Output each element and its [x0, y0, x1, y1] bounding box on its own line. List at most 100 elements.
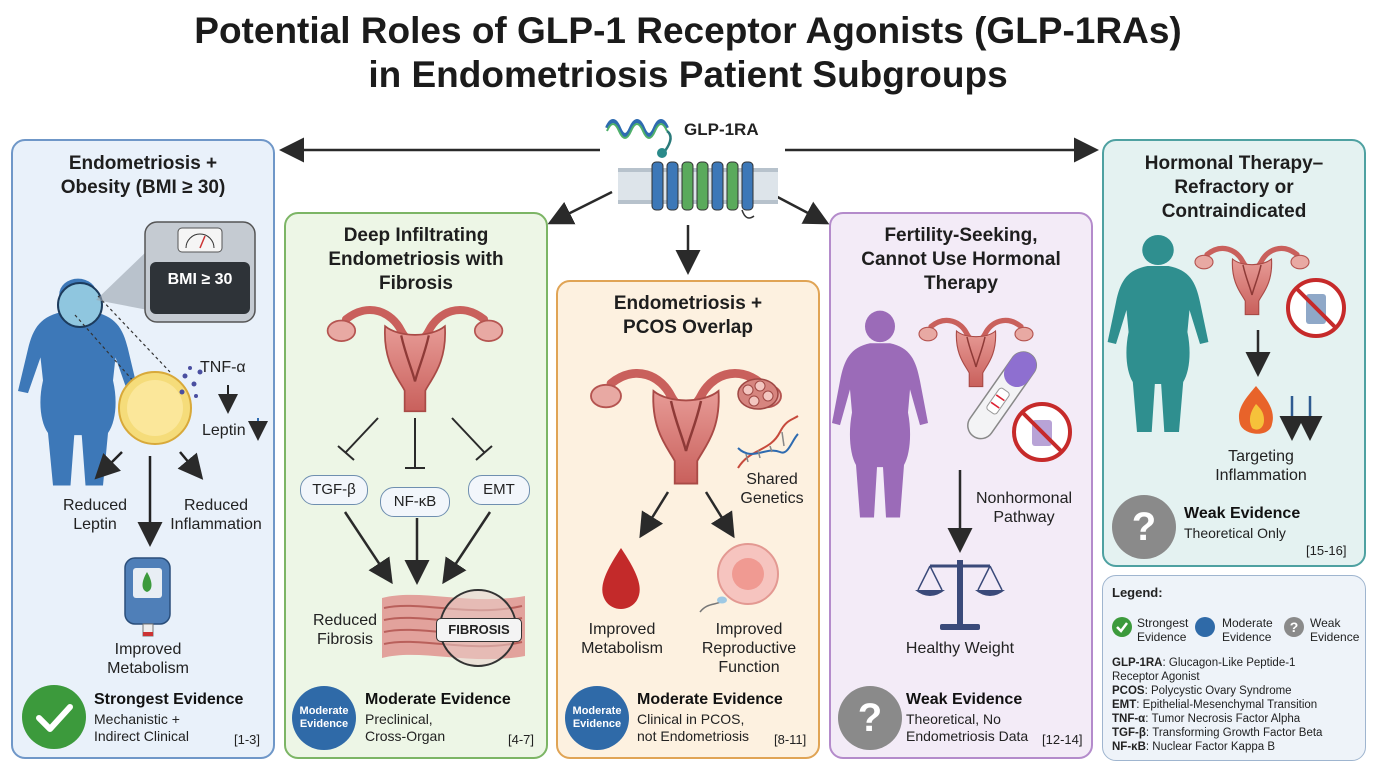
dna-icon	[737, 415, 799, 469]
blood-drop-icon	[602, 548, 640, 609]
flame-icon	[1238, 386, 1273, 434]
polycystic-ovary-icon	[737, 378, 779, 410]
fertility-title-3: Therapy	[924, 273, 998, 294]
page-title-line1: Potential Roles of GLP-1 Receptor Agonis…	[194, 10, 1182, 51]
pcos-title-2: PCOS Overlap	[623, 317, 753, 338]
fertility-evidence-label: Weak Evidence	[906, 691, 1023, 708]
pcos-evidence-sub-2: not Endometriosis	[637, 728, 750, 744]
leptin-label: Leptin	[202, 422, 246, 439]
check-icon	[36, 704, 73, 732]
improved-metabolism-label-1: Improved	[114, 641, 182, 658]
legend-check-icon	[1116, 622, 1128, 633]
weak-evidence-badge-fertility: ?	[838, 686, 902, 750]
legend-weak-2: Evidence	[1310, 630, 1360, 644]
abbr-line-4: TNF-α: Tumor Necrosis Factor Alpha	[1112, 713, 1301, 725]
targeting-inflammation-1: Targeting	[1228, 448, 1294, 465]
deep-badge-line-2: Evidence	[299, 718, 349, 730]
tgf-beta-pill: TGF-β	[300, 475, 368, 505]
obesity-evidence-label: Strongest Evidence	[94, 691, 244, 708]
reduced-inflammation-label-1: Reduced	[183, 497, 249, 514]
person-refractory-icon	[1107, 235, 1209, 432]
fertility-title-1: Fertility-Seeking,	[884, 225, 1038, 246]
page-title-line2: in Endometriosis Patient Subgroups	[368, 54, 1008, 95]
deep-evidence-sub-1: Preclinical,	[365, 711, 433, 727]
pcos-improved-metabolism-2: Metabolism	[581, 640, 663, 657]
fertility-reference: [12-14]	[1042, 732, 1083, 747]
pcos-evidence-sub-1: Clinical in PCOS,	[637, 711, 745, 727]
nonhormonal-pathway-2: Pathway	[993, 509, 1055, 526]
panel-pcos	[556, 280, 820, 759]
weak-evidence-badge-refractory: ?	[1112, 495, 1176, 559]
moderate-evidence-badge-deep: Moderate Evidence	[292, 686, 356, 750]
egg-cell-icon	[699, 543, 779, 613]
fibrosis-tag: FIBROSIS	[436, 618, 522, 642]
glucometer-icon	[124, 557, 171, 637]
fertility-evidence-sub-2: Endometriosis Data	[906, 728, 1029, 744]
refractory-evidence-label: Weak Evidence	[1184, 505, 1301, 522]
legend-weak-badge: ?	[1284, 617, 1304, 637]
deep-title-1: Deep Infiltrating	[343, 225, 489, 246]
abbr-line-5: TGF-β: Transforming Growth Factor Beta	[1112, 727, 1323, 739]
pcos-reference: [8-11]	[774, 732, 807, 747]
fertility-evidence-sub-1: Theoretical, No	[906, 711, 1001, 727]
refractory-reference: [15-16]	[1306, 543, 1347, 558]
glp1ra-label: GLP-1RA	[684, 120, 759, 139]
improved-reproductive-3: Function	[718, 659, 780, 676]
no-medication-icon	[1286, 278, 1346, 338]
targeting-inflammation-2: Inflammation	[1215, 467, 1307, 484]
obesity-reference: [1-3]	[234, 732, 261, 747]
deep-badge-line-1: Moderate	[299, 705, 349, 717]
legend-weak-1: Weak	[1310, 616, 1341, 630]
reduced-leptin-label-2: Leptin	[73, 516, 117, 533]
improved-metabolism-label-2: Metabolism	[107, 660, 189, 677]
legend-moderate-1: Moderate	[1222, 616, 1273, 630]
pcos-badge-line-2: Evidence	[572, 718, 622, 730]
pcos-evidence-label: Moderate Evidence	[637, 691, 783, 708]
pcos-title-1: Endometriosis +	[613, 293, 763, 314]
deep-title-2: Endometriosis with	[328, 249, 504, 270]
pcos-badge-line-1: Moderate	[572, 705, 622, 717]
legend-strong-badge	[1112, 617, 1132, 637]
legend-title: Legend:	[1112, 585, 1163, 600]
legend-moderate-2: Evidence	[1222, 630, 1272, 644]
reduced-leptin-label-1: Reduced	[62, 497, 128, 514]
healthy-weight-label: Healthy Weight	[905, 640, 1015, 657]
reduced-fibrosis-label-2: Fibrosis	[316, 631, 373, 648]
fertility-title-2: Cannot Use Hormonal	[861, 249, 1061, 270]
refractory-title-2: Refractory or	[1174, 177, 1294, 198]
obesity-title-1: Endometriosis +	[68, 153, 218, 174]
deep-reference: [4-7]	[508, 732, 535, 747]
improved-reproductive-2: Reproductive	[701, 640, 797, 657]
shared-genetics-label-1: Shared	[746, 471, 798, 488]
refractory-evidence-sub: Theoretical Only	[1184, 525, 1286, 541]
obesity-evidence-sub-1: Mechanistic +	[94, 711, 180, 727]
scale-bmi-label: BMI ≥ 30	[167, 271, 233, 288]
shared-genetics-label-2: Genetics	[740, 490, 804, 507]
tnf-label: TNF-α	[200, 359, 246, 376]
abbr-line-0: GLP-1RA: Glucagon-Like Peptide-1	[1112, 657, 1296, 669]
reduced-fibrosis-label-1: Reduced	[312, 612, 378, 629]
nf-kb-pill: NF-κB	[380, 487, 450, 517]
obesity-title-2: Obesity (BMI ≥ 30)	[60, 177, 226, 198]
abbr-line-1: Receptor Agonist	[1112, 671, 1200, 683]
reduced-inflammation-label-2: Inflammation	[170, 516, 262, 533]
person-fertility-icon	[832, 310, 928, 518]
pcos-improved-metabolism-1: Improved	[588, 621, 656, 638]
no-hormone-icon	[1012, 402, 1072, 462]
improved-reproductive-1: Improved	[715, 621, 783, 638]
deep-evidence-label: Moderate Evidence	[365, 691, 511, 708]
legend-strong-1: Strongest	[1137, 616, 1189, 630]
nonhormonal-pathway-1: Nonhormonal	[975, 490, 1073, 507]
bmi-scale-icon	[144, 221, 256, 323]
abbr-line-2: PCOS: Polycystic Ovary Syndrome	[1112, 685, 1292, 697]
legend-strong-2: Evidence	[1137, 630, 1187, 644]
abbr-line-6: NF-κB: Nuclear Factor Kappa B	[1112, 741, 1276, 753]
deep-title-3: Fibrosis	[379, 273, 453, 294]
emt-pill: EMT	[468, 475, 530, 505]
abbr-line-3: EMT: Epithelial-Mesenchymal Transition	[1112, 699, 1318, 711]
moderate-evidence-badge-pcos: Moderate Evidence	[565, 686, 629, 750]
obesity-evidence-sub-2: Indirect Clinical	[94, 728, 189, 744]
deep-evidence-sub-2: Cross-Organ	[365, 728, 446, 744]
refractory-title-1: Hormonal Therapy–	[1144, 153, 1324, 174]
refractory-title-3: Contraindicated	[1161, 201, 1307, 222]
